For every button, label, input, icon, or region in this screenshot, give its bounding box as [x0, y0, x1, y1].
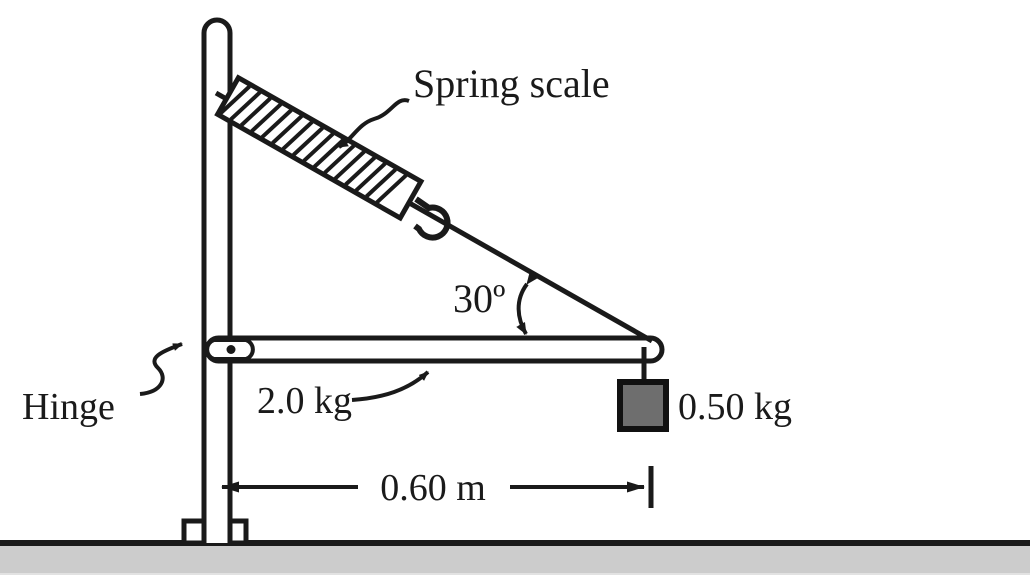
ground-surface [0, 540, 1030, 575]
hinge-pin [226, 345, 236, 354]
angle-arc-arrow-30-deg [516, 272, 538, 335]
spring-scale-leader-line [337, 98, 410, 149]
hinge-label: Hinge [22, 386, 115, 428]
spring-scale-leader [337, 98, 410, 149]
hanging-block-group [617, 347, 669, 432]
beam-mass-leader [351, 370, 430, 402]
hook-curve [413, 196, 451, 241]
spring-scale-label: Spring scale [413, 61, 610, 106]
angle-label: 30º [453, 276, 505, 321]
hanging-block [617, 379, 669, 432]
beam-mass-label: 2.0 kg [257, 380, 352, 422]
length-dimension-label: 0.60 m [380, 467, 486, 509]
beam-mass-leader-line [351, 370, 430, 402]
dimension-line-0.60-m [221, 466, 654, 508]
ground-fill [0, 544, 1030, 574]
post-outline [201, 17, 233, 543]
hinge-leader-line [139, 342, 183, 396]
spring-scale-body [214, 74, 425, 222]
vertical-post [201, 17, 233, 543]
horizontal-beam [204, 335, 665, 364]
spring-scale-hook [413, 196, 451, 241]
block-mass-label: 0.50 kg [678, 386, 792, 428]
hinge-leader [139, 342, 183, 396]
beam-body [204, 335, 665, 364]
angle-double-arrow [516, 272, 538, 335]
